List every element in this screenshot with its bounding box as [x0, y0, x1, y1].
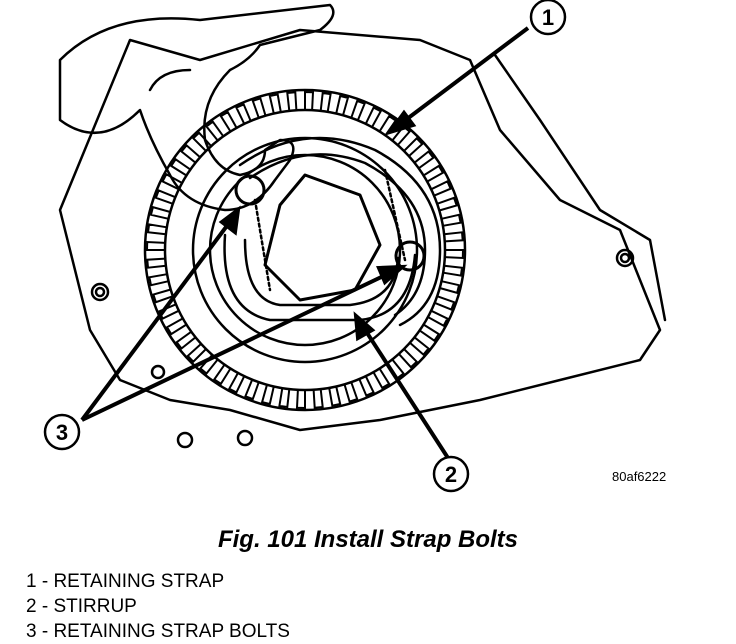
retaining-strap-inner — [248, 153, 427, 317]
mount-hole — [615, 248, 635, 268]
legend-item: 1 - RETAINING STRAP — [26, 571, 225, 592]
leader-line-3b — [81, 268, 397, 422]
callout-1-circle — [529, 0, 567, 36]
figure-code: 80af6222 — [612, 469, 667, 484]
hex-nut — [263, 173, 382, 302]
mount-hole — [94, 286, 106, 298]
legend: 1 - RETAINING STRAP 2 - STIRRUP 3 - RETA… — [26, 569, 290, 644]
hand-outline — [58, 3, 335, 212]
mount-hole — [90, 282, 110, 302]
callout-2-number: 2 — [445, 462, 457, 487]
leader-line-3a — [80, 213, 237, 422]
tone-ring-outer — [143, 88, 467, 412]
stirrup-inner — [243, 238, 400, 307]
callout-1-number: 1 — [542, 5, 554, 30]
bearing-race — [191, 136, 419, 364]
bearing-segment-left — [253, 198, 272, 292]
legend-item: 2 - STIRRUP — [26, 596, 137, 617]
technical-illustration: 1 2 3 — [43, 0, 667, 493]
mount-hole — [150, 364, 166, 380]
stirrup — [223, 233, 417, 322]
strap-bolt-right — [394, 240, 426, 272]
figure-caption: Fig. 101 Install Strap Bolts — [217, 526, 519, 553]
mount-hole — [619, 252, 631, 264]
mount-hole — [236, 429, 254, 447]
arrowhead-3b — [376, 264, 408, 286]
legend-item: 3 - RETAINING STRAP BOLTS — [26, 621, 290, 642]
callout-3-circle — [43, 413, 81, 451]
mount-hole — [176, 431, 194, 449]
housing-edge-right — [493, 53, 667, 322]
retaining-strap — [238, 136, 442, 327]
callout-2-circle — [432, 455, 470, 493]
callout-3-number: 3 — [56, 420, 68, 445]
housing-outline — [58, 28, 662, 432]
strap-bolt-left — [234, 174, 266, 206]
leader-line-2 — [358, 320, 450, 460]
leader-line-1 — [393, 26, 530, 130]
arrowhead-2 — [353, 311, 376, 342]
arrowhead-1 — [384, 109, 417, 136]
hand-finger-line — [148, 68, 192, 92]
arrowhead-3a — [218, 205, 241, 236]
